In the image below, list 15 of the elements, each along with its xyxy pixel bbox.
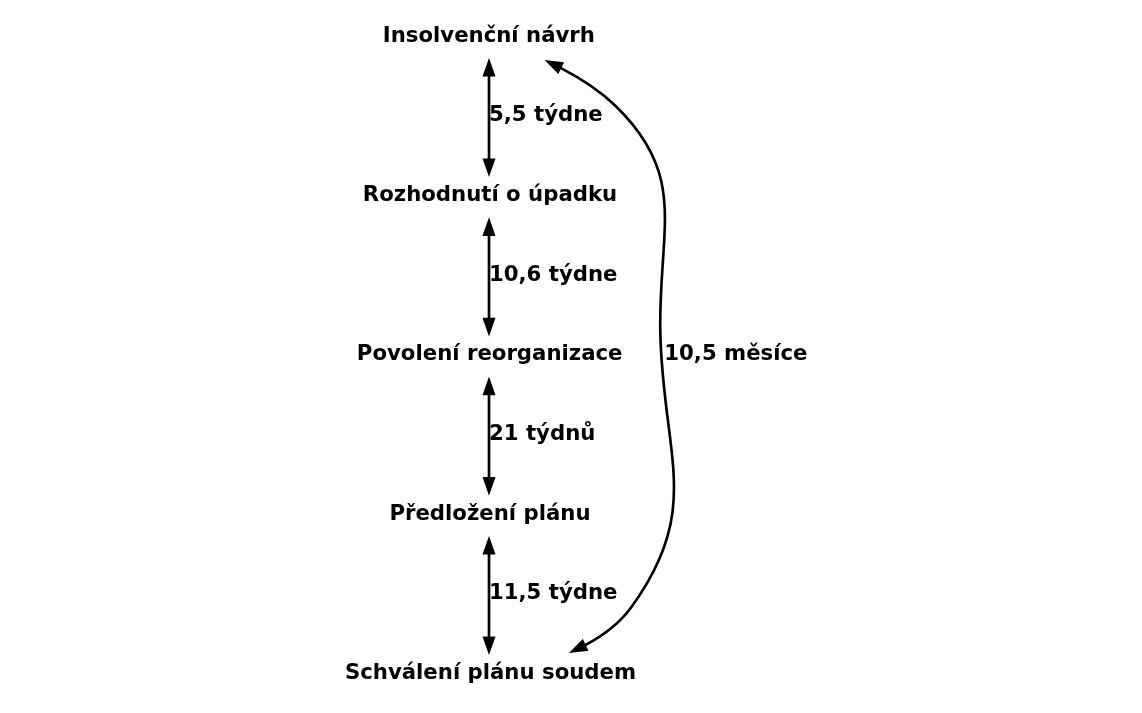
edge-label: 10,6 týdne: [489, 260, 618, 286]
arrow: [482, 535, 496, 656]
arrow: [544, 59, 676, 654]
edge-label: 11,5 týdne: [489, 579, 618, 605]
edge-label: 5,5 týdne: [489, 101, 603, 127]
node-text: Povolení reorganizace: [356, 340, 623, 366]
node-text: Schválení plánu soudem: [344, 658, 637, 684]
arrow: [482, 217, 496, 337]
node-text: Insolvenční návrh: [382, 21, 595, 47]
edge-label: 10,5 měsíce: [664, 340, 808, 366]
node-text: Rozhodnutí o úpadku: [362, 180, 618, 206]
edge-label: 21 týdnů: [489, 419, 596, 445]
arrow: [482, 376, 496, 496]
node-text: Předložení plánu: [389, 499, 591, 525]
arrow: [482, 57, 496, 178]
